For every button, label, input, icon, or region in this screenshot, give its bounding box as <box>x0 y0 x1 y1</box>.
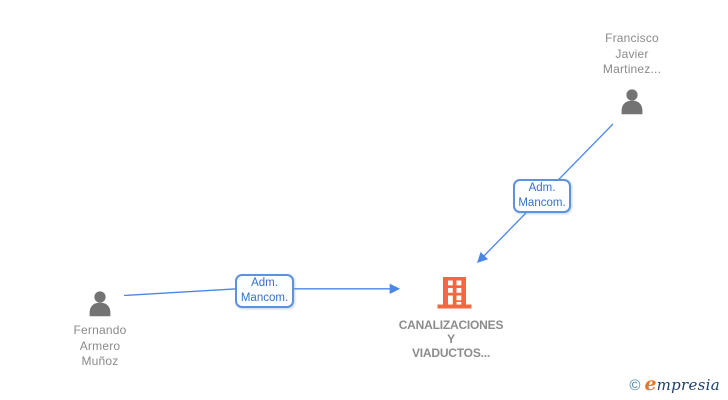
edge-label-francisco-adm-mancom: Adm. Mancom. <box>513 179 571 213</box>
edge-label-line: Adm. <box>251 277 278 289</box>
empresia-logo[interactable]: © empresia <box>629 373 720 395</box>
person-name-line: Fernando <box>73 323 127 337</box>
person-name-line: Francisco <box>605 31 659 45</box>
brand-initial: e <box>644 373 657 395</box>
node-person-fernando[interactable] <box>85 289 115 319</box>
edge-label-line: Adm. <box>528 182 556 194</box>
person-name-line: Martinez... <box>602 62 662 76</box>
person-name-line: Armero <box>79 338 121 353</box>
person-icon <box>621 89 643 115</box>
node-company[interactable] <box>437 277 472 309</box>
person-name-line: Muñoz <box>81 354 119 368</box>
edge-label-line: Mancom. <box>518 197 566 209</box>
company-name-line: CANALIZACIONES <box>398 318 504 332</box>
person-name-line: Javier <box>615 46 649 61</box>
node-label-francisco[interactable]: Francisco Javier Martinez... <box>562 31 702 78</box>
brand-rest: mpresia <box>656 376 720 394</box>
node-person-francisco[interactable] <box>617 87 647 117</box>
edge-label-line: Mancom. <box>240 292 289 304</box>
edge-label-fernando-adm-mancom: Adm. Mancom. <box>235 274 294 308</box>
node-label-company[interactable]: CANALIZACIONES Y VIADUCTOS... <box>376 318 526 360</box>
copyright-icon: © <box>629 377 641 394</box>
company-name-line: Y <box>447 332 455 346</box>
brand-wordmark: empresia <box>644 373 720 395</box>
person-icon <box>89 291 111 317</box>
office-building-icon <box>437 277 472 309</box>
node-label-fernando[interactable]: Fernando Armero Muñoz <box>30 323 170 370</box>
company-name-line: VIADUCTOS... <box>411 346 491 360</box>
